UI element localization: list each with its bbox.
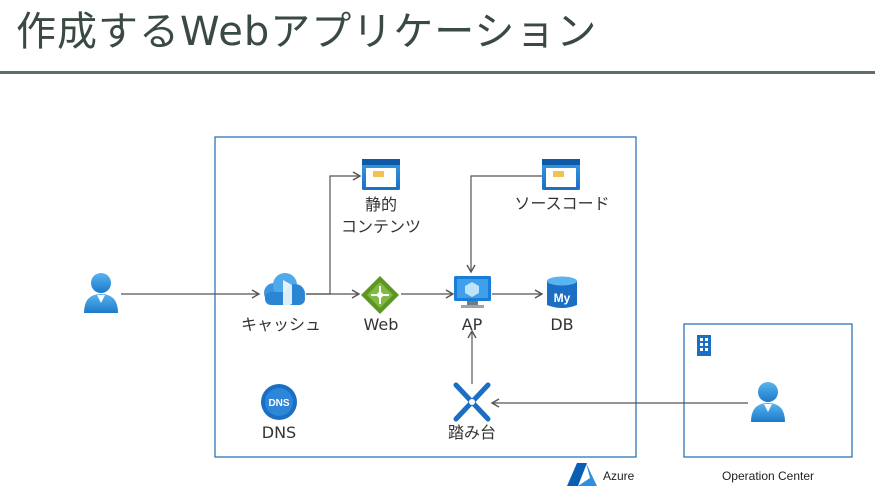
azure-region-box [214,136,637,458]
source-code-icon [542,159,580,190]
bastion-icon [453,382,491,422]
user-icon [84,273,118,313]
static-content-label-line2: コンテンツ [341,217,421,236]
dns-icon: DNS [261,384,297,420]
operation-center-box [683,323,853,458]
db-label: DB [550,315,573,334]
jump-host-label: 踏み台 [448,423,496,442]
dns-label: DNS [262,423,296,442]
static-content-icon [362,159,400,190]
web-app-icon [361,276,399,314]
operator-user-icon [751,382,785,422]
title-divider [0,71,875,74]
azure-label: Azure [603,469,635,483]
page-title: 作成するWebアプリケーション [16,9,598,55]
ap-vm-icon [454,276,491,308]
operation-center-label: Operation Center [722,469,814,483]
building-icon [697,335,711,356]
static-content-label-line1: 静的 [365,195,397,214]
ap-label: AP [462,315,483,334]
dns-badge-text: DNS [268,398,289,409]
connectors [121,171,748,408]
web-label: Web [364,315,399,334]
cache-cloud-icon [264,273,305,308]
azure-logo-icon [567,463,597,486]
source-code-label: ソースコード [514,194,609,213]
mysql-badge-text: My [554,291,571,305]
cache-label: キャッシュ [241,315,321,334]
mysql-db-icon: My [547,276,577,308]
source-to-ap-arrow [466,175,542,274]
